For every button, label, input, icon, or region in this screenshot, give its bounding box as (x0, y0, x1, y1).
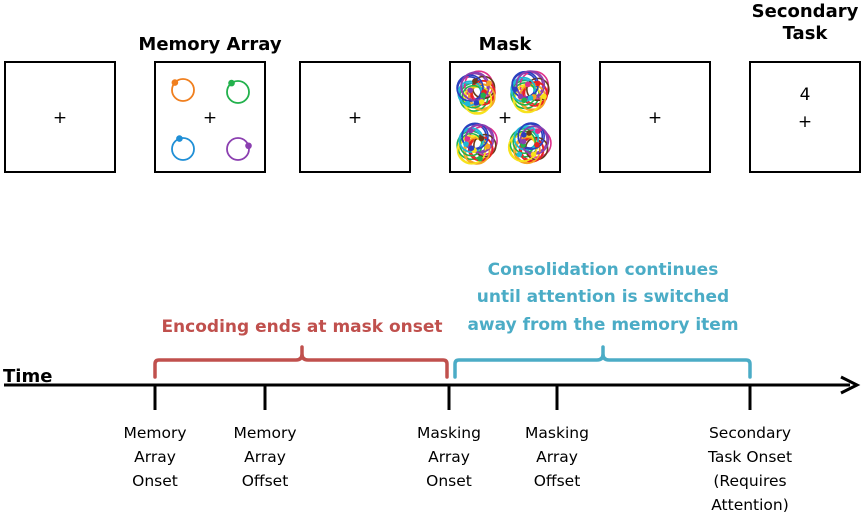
memory-item (171, 135, 195, 161)
fixation-cross: + (203, 108, 217, 128)
time-axis-label: Time (3, 366, 52, 387)
bracket-label: Consolidation continues (488, 260, 719, 280)
bracket-1: Encoding ends at mask onset (153, 317, 449, 379)
frame-4: Mask + (449, 34, 561, 173)
frame-box (299, 61, 411, 173)
bracket-label: until attention is switched (477, 287, 729, 307)
fixation-cross: + (648, 108, 662, 128)
mask-item (456, 70, 496, 115)
tick-label: Array (244, 448, 286, 466)
time-axis-arrowhead (840, 375, 861, 395)
tick-label: Memory (123, 424, 186, 442)
tick-label: Attention) (711, 496, 789, 514)
fixation-cross: + (53, 108, 67, 128)
mask-item (510, 70, 550, 114)
tick-label: Masking (525, 424, 589, 442)
curly-bracket (453, 345, 752, 379)
memory-item (226, 79, 250, 104)
frame-box (599, 61, 711, 173)
tick-label: Onset (132, 472, 178, 490)
tick-label: Onset (426, 472, 472, 490)
tick-label: Secondary (709, 424, 791, 442)
mask-item (456, 122, 498, 165)
frame-box (749, 61, 861, 173)
memory-item (226, 137, 252, 161)
frame-title: Mask (479, 34, 533, 55)
fixation-cross: + (498, 108, 512, 128)
tick-label: Array (428, 448, 470, 466)
bracket-2: Consolidation continues until attention i… (453, 260, 752, 379)
frame-title: Secondary (752, 1, 859, 22)
curly-bracket (153, 345, 449, 379)
fixation-cross: + (798, 112, 812, 132)
tick-label: Task Onset (707, 448, 792, 466)
frame-box (4, 61, 116, 173)
tick-label: Array (536, 448, 578, 466)
bracket-label: away from the memory item (467, 315, 738, 335)
timeline: TimeMemoryArrayOnsetMemoryArrayOffsetMas… (3, 260, 861, 514)
mask-item (507, 122, 552, 165)
tick-label: (Requires (713, 472, 786, 490)
frame-1: + (4, 61, 116, 173)
frame-3: + (299, 61, 411, 173)
tick-label: Array (134, 448, 176, 466)
frame-2: Memory Array + (138, 34, 282, 173)
tick-label: Offset (242, 472, 289, 490)
secondary-task-digit: 4 (800, 85, 811, 105)
tick-label: Memory (233, 424, 296, 442)
tick-label: Masking (417, 424, 481, 442)
frame-title: Memory Array (138, 34, 281, 55)
fixation-cross: + (348, 108, 362, 128)
memory-item (171, 78, 195, 102)
bracket-label: Encoding ends at mask onset (161, 317, 442, 337)
frame-title: Task (783, 23, 829, 44)
frame-5: + (599, 61, 711, 173)
tick-label: Offset (534, 472, 581, 490)
